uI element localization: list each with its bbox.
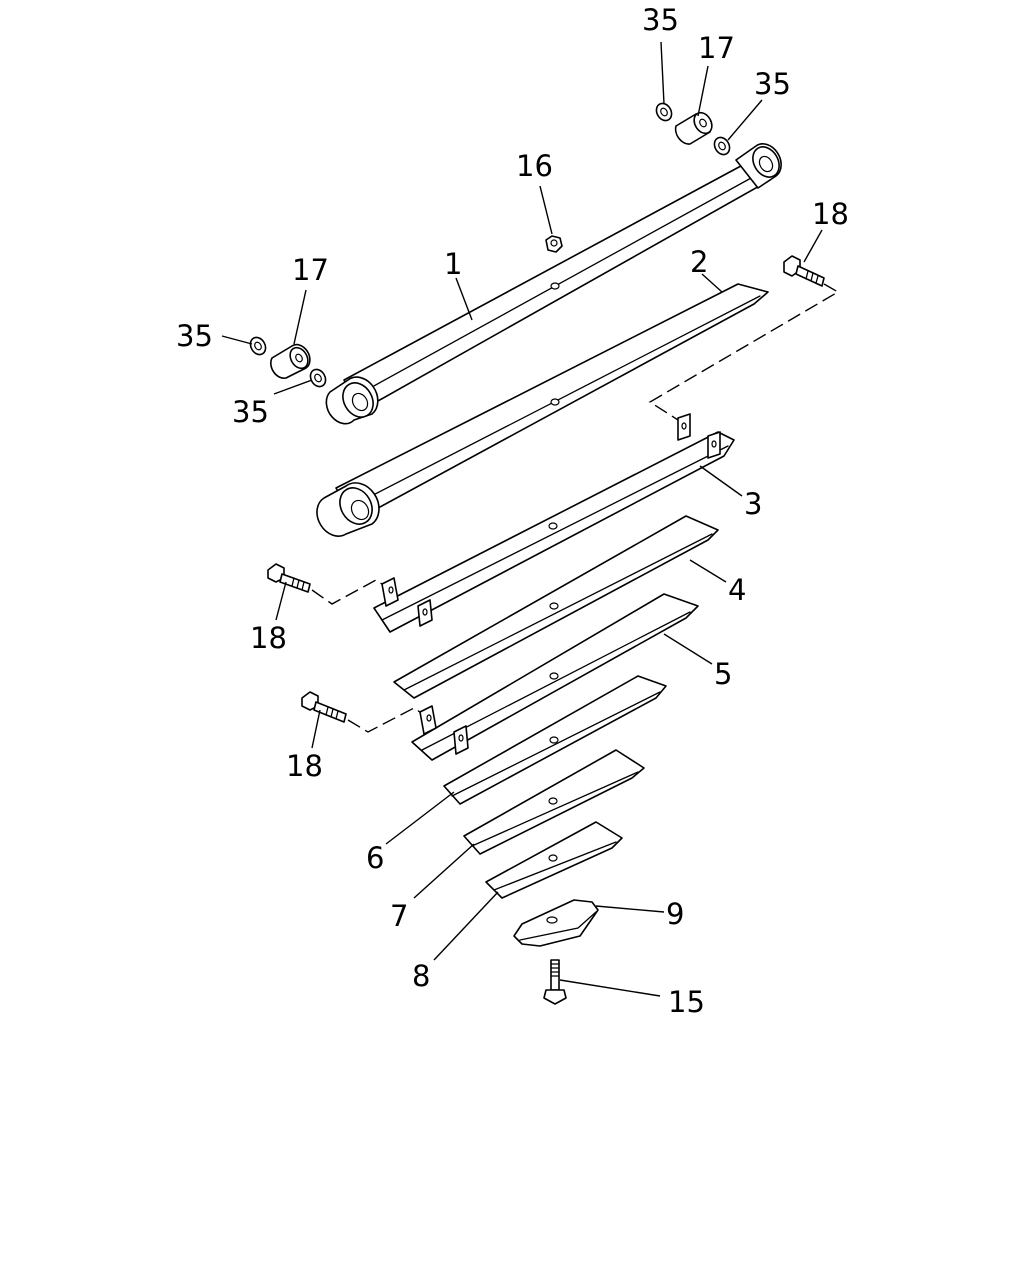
bolt-18-top: [783, 255, 825, 287]
callout-labels: 35 17 35 16 18 17 1 2 35 35 3 4 18 5 18 …: [176, 3, 849, 1019]
bolt-18-mid: [267, 563, 311, 593]
bushing-17-top: [674, 111, 713, 145]
leaf-3: [373, 413, 735, 633]
washer-35-top: [655, 102, 673, 122]
callout-9: 9: [666, 897, 684, 931]
spacer-plate-9: [513, 899, 599, 947]
leader-lines: [221, 41, 823, 997]
center-nut-16: [545, 235, 563, 253]
callout-1: 1: [444, 247, 462, 281]
washer-35-left: [249, 336, 267, 356]
callout-5: 5: [714, 657, 732, 691]
callout-2: 2: [690, 245, 708, 279]
callout-18-top: 18: [812, 197, 849, 231]
bolt-18-top-alignment-line: [648, 283, 840, 421]
callout-35-left-lower: 35: [232, 395, 269, 429]
leaf-5: [411, 593, 699, 761]
callout-35-top-right: 35: [754, 67, 791, 101]
callout-15: 15: [668, 985, 705, 1019]
callout-35-top: 35: [642, 3, 679, 37]
callout-16: 16: [516, 149, 553, 183]
callout-6: 6: [366, 841, 384, 875]
callout-17-top: 17: [698, 31, 735, 65]
callout-3: 3: [744, 487, 762, 521]
main-leaf-1: [325, 143, 782, 425]
leaf-4: [393, 515, 719, 699]
callout-17-left: 17: [292, 253, 329, 287]
leaf-6: [443, 675, 667, 805]
bolt-18-low-alignment-line: [347, 707, 421, 733]
callout-8: 8: [412, 959, 430, 993]
washer-35-left-lower: [309, 368, 327, 388]
leaf-8: [485, 821, 623, 899]
callout-7: 7: [390, 899, 408, 933]
leaf-2: [316, 283, 769, 537]
bolt-18-low: [301, 691, 347, 723]
center-bolt-15: [543, 959, 567, 1005]
callout-18-low: 18: [286, 749, 323, 783]
leaf-7: [463, 749, 645, 855]
bolt-18-mid-alignment-line: [311, 579, 383, 605]
callout-35-left: 35: [176, 319, 213, 353]
bushing-17-left: [270, 343, 311, 380]
callout-18-mid: 18: [250, 621, 287, 655]
callout-4: 4: [728, 573, 746, 607]
washer-35-top-right: [713, 136, 731, 156]
